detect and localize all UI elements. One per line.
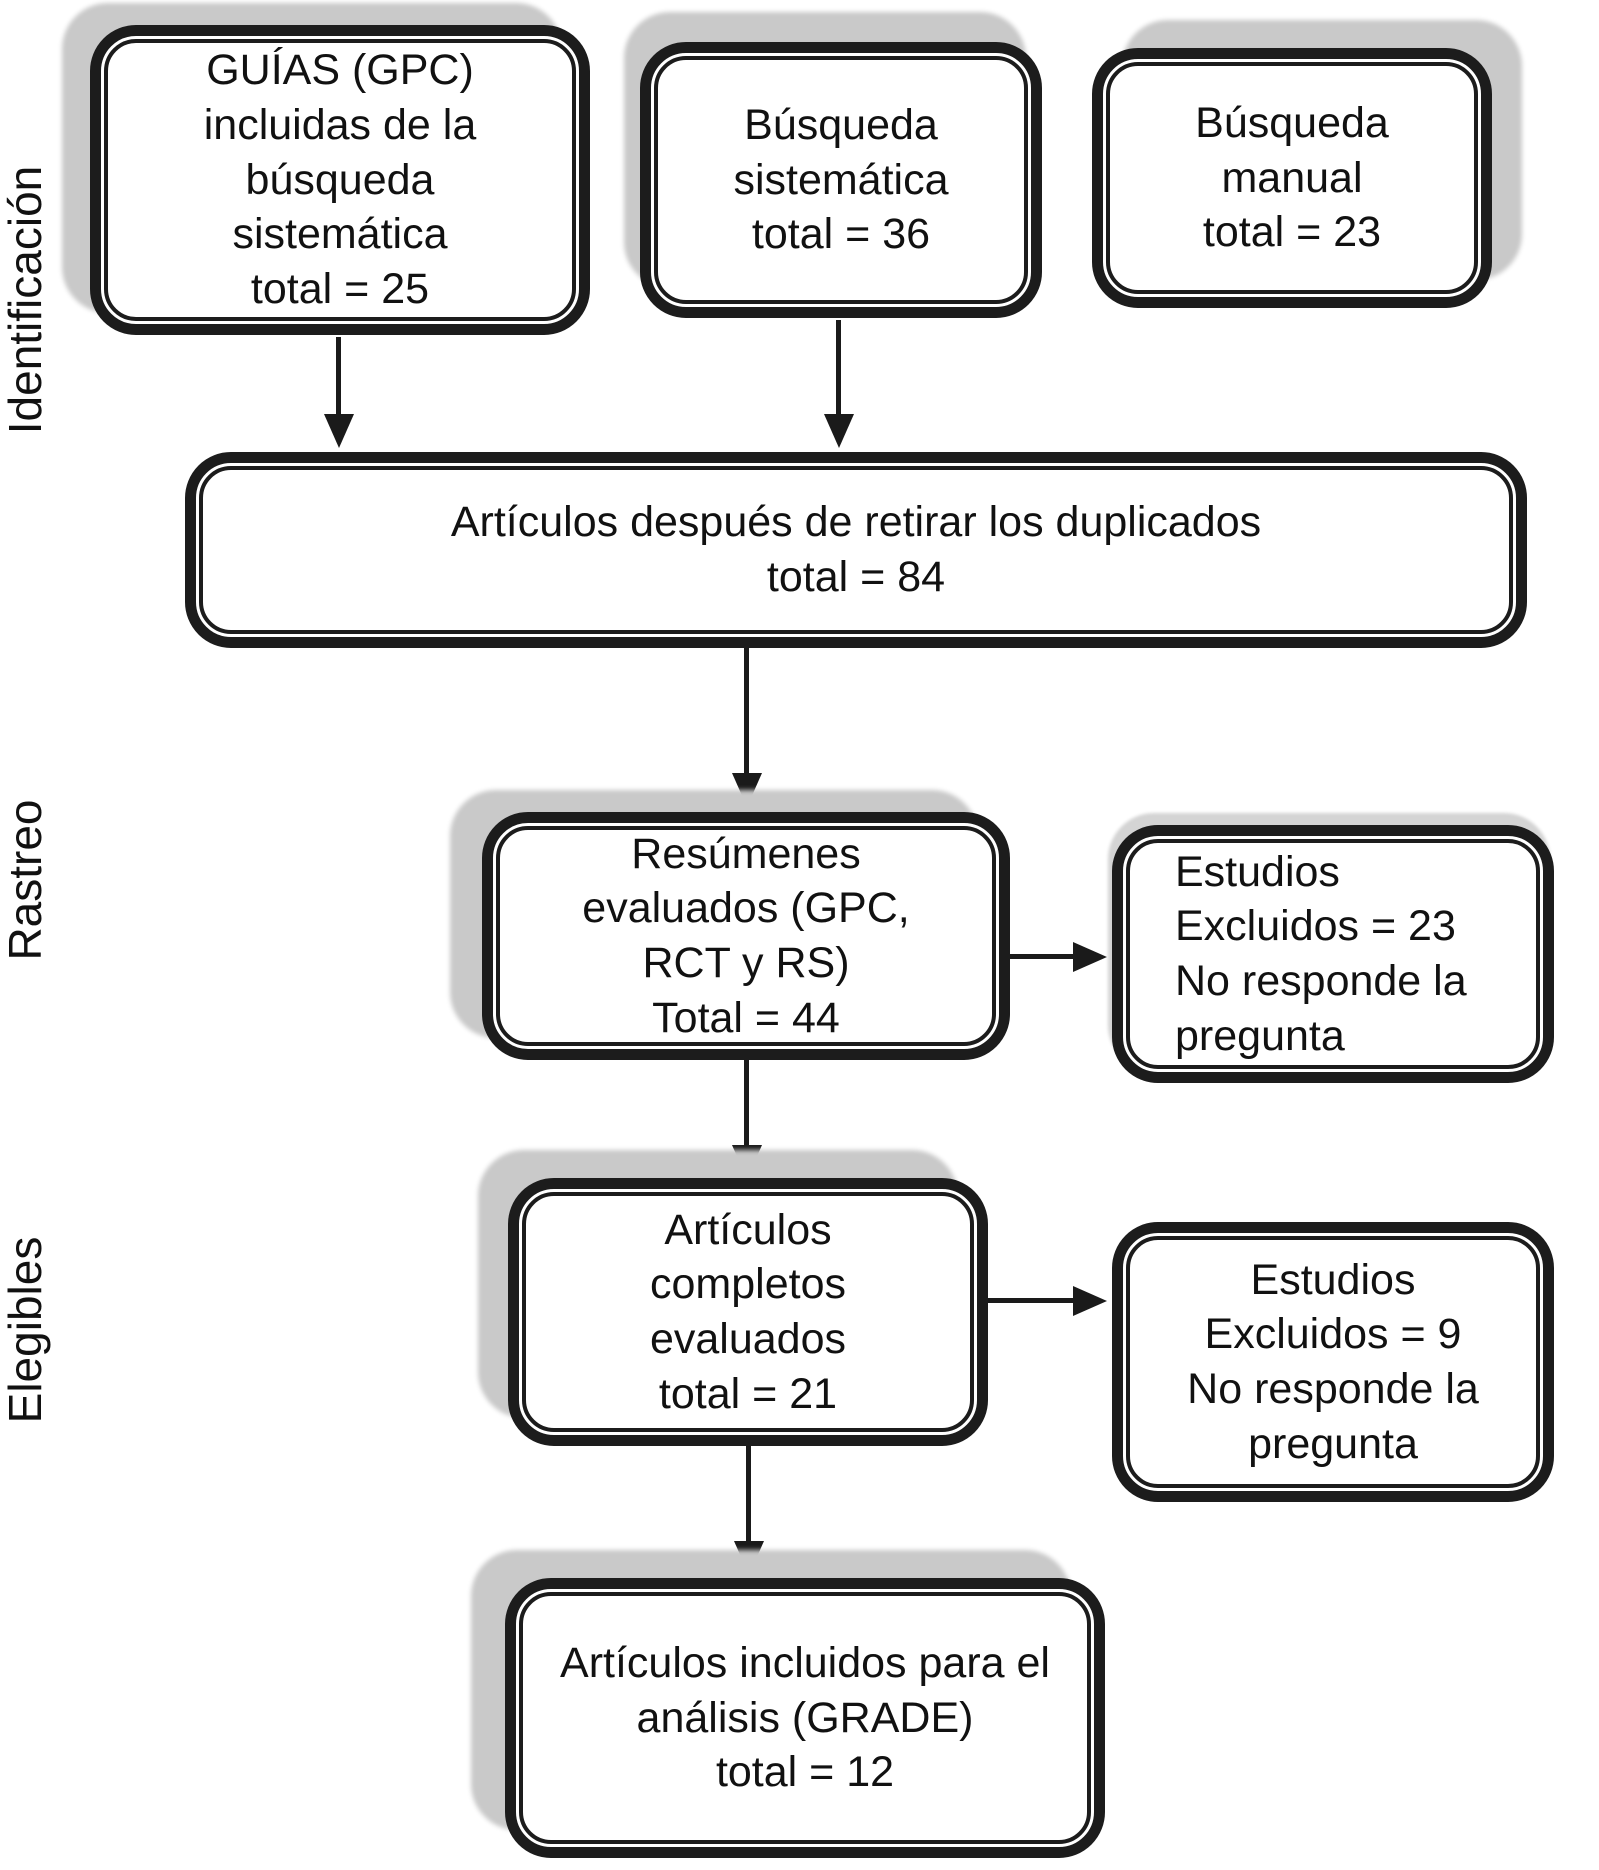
box-busqueda-sistematica-text: Búsqueda sistemática total = 36 xyxy=(733,101,949,259)
arrow-sistematica-to-duplicados-line xyxy=(836,320,841,415)
box-duplicados-text: Artículos después de retirar los duplica… xyxy=(450,498,1262,601)
arrow-completos-to-excluidos9-head-icon xyxy=(1073,1286,1107,1316)
box-guias-gpc-text: GUÍAS (GPC) incluidas de la búsqueda sis… xyxy=(203,46,477,313)
arrow-resumenes-to-completos-head-icon xyxy=(732,1145,762,1179)
arrow-resumenes-to-excluidos23-head-icon xyxy=(1073,942,1107,972)
box-busqueda-manual-text: Búsqueda manual total = 23 xyxy=(1195,99,1389,257)
box-estudios-excluidos-23: Estudios Excluidos = 23 No responde la p… xyxy=(1112,825,1554,1083)
box-resumenes-evaluados: Resúmenes evaluados (GPC, RCT y RS) Tota… xyxy=(482,812,1010,1060)
box-estudios-excluidos-9: Estudios Excluidos = 9 No responde la pr… xyxy=(1112,1222,1554,1502)
box-guias-gpc: GUÍAS (GPC) incluidas de la búsqueda sis… xyxy=(90,25,590,335)
box-estudios-excluidos-23-text: Estudios Excluidos = 23 No responde la p… xyxy=(1175,847,1467,1060)
stage-label-elegibles: Elegibles xyxy=(0,1236,51,1424)
arrow-resumenes-to-excluidos23-line xyxy=(1010,954,1074,959)
box-resumenes-evaluados-text: Resúmenes evaluados (GPC, RCT y RS) Tota… xyxy=(582,829,910,1042)
arrow-guias-to-duplicados-line xyxy=(336,337,341,415)
box-busqueda-sistematica: Búsqueda sistemática total = 36 xyxy=(640,42,1042,318)
arrow-duplicados-to-resumenes-head-icon xyxy=(732,773,762,807)
box-articulos-completos-text: Artículos completos evaluados total = 21 xyxy=(649,1205,847,1418)
box-estudios-excluidos-9-text: Estudios Excluidos = 9 No responde la pr… xyxy=(1187,1255,1479,1468)
arrow-duplicados-to-resumenes-line xyxy=(744,648,749,774)
arrow-resumenes-to-completos-line xyxy=(744,1060,749,1146)
stage-label-identificacion: Identificación xyxy=(0,165,51,435)
box-articulos-incluidos-grade: Artículos incluidos para el análisis (GR… xyxy=(505,1578,1105,1858)
box-duplicados: Artículos después de retirar los duplica… xyxy=(185,452,1527,648)
arrow-guias-to-duplicados-head-icon xyxy=(324,414,354,448)
box-articulos-completos: Artículos completos evaluados total = 21 xyxy=(508,1178,988,1446)
arrow-completos-to-grade-head-icon xyxy=(734,1541,764,1575)
box-articulos-incluidos-grade-text: Artículos incluidos para el análisis (GR… xyxy=(560,1639,1050,1797)
box-busqueda-manual: Búsqueda manual total = 23 xyxy=(1092,48,1492,308)
arrow-completos-to-grade-line xyxy=(746,1446,751,1542)
arrow-sistematica-to-duplicados-head-icon xyxy=(824,414,854,448)
stage-label-rastreo: Rastreo xyxy=(0,799,51,961)
arrow-completos-to-excluidos9-line xyxy=(988,1298,1074,1303)
